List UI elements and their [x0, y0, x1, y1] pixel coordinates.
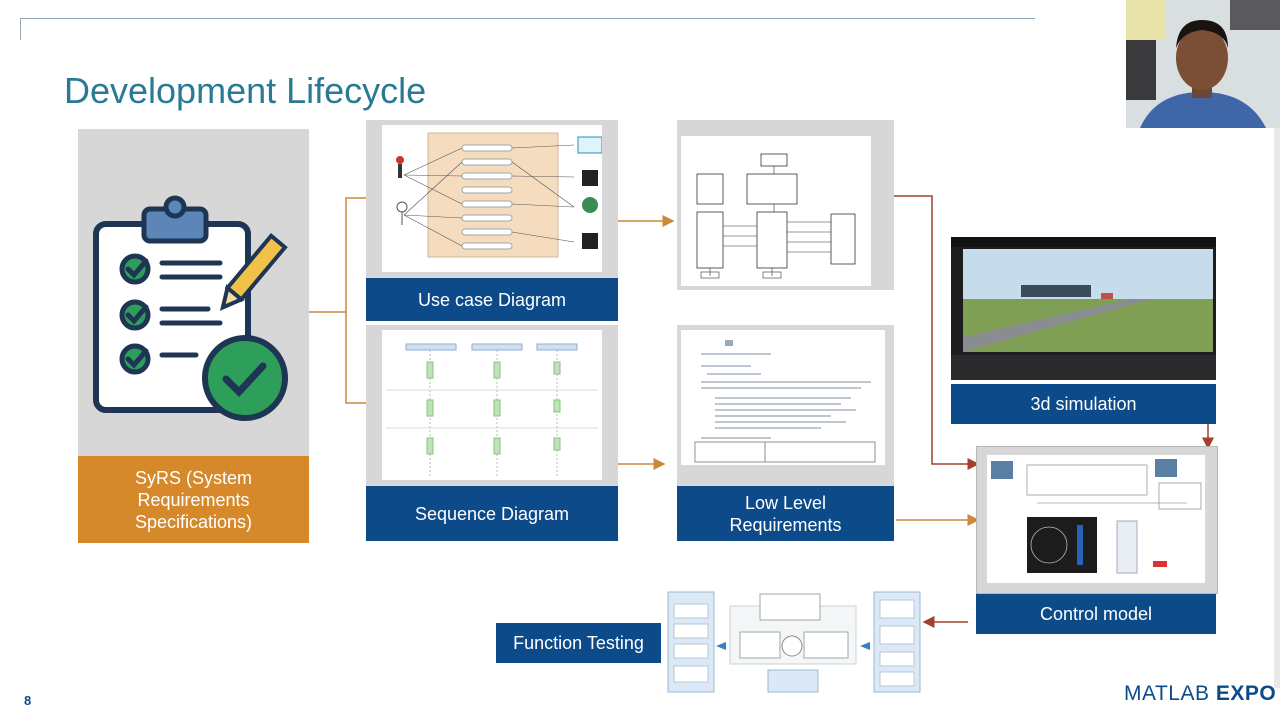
- syrs-panel: [78, 129, 309, 456]
- usecase-panel: [366, 120, 618, 278]
- usecase-diagram-image: [382, 125, 603, 272]
- matlab-expo-logo: MATLAB EXPO: [1124, 682, 1276, 706]
- architecture-diagram-image: [681, 136, 871, 286]
- control-model-panel: [976, 446, 1218, 594]
- function-testing-flow-image: [664, 590, 924, 694]
- control-model-label: Control model: [976, 594, 1216, 634]
- brand-part2: EXPO: [1215, 682, 1277, 705]
- architecture-panel: [677, 120, 894, 290]
- slide-title: Development Lifecycle: [64, 70, 427, 111]
- check-circle-icon: [202, 335, 288, 421]
- llr-document-image: [681, 330, 885, 465]
- llr-label: Low Level Requirements: [677, 486, 894, 541]
- pencil-icon: [219, 232, 288, 311]
- sequence-panel: [366, 325, 618, 486]
- llr-panel: [677, 325, 894, 486]
- usecase-label: Use case Diagram: [366, 278, 618, 321]
- top-rule-tick: [20, 18, 21, 40]
- page-number: 8: [24, 693, 32, 708]
- clipboard-checklist-icon: [93, 195, 288, 421]
- sequence-diagram-image: [382, 330, 602, 480]
- simulation-label: 3d simulation: [951, 384, 1216, 424]
- syrs-label: SyRS (System Requirements Specifications…: [78, 456, 309, 543]
- function-testing-label: Function Testing: [496, 623, 661, 663]
- sequence-label: Sequence Diagram: [366, 486, 618, 541]
- slide-edge: [1274, 128, 1280, 688]
- top-rule: [20, 18, 1035, 19]
- presenter-webcam: [1126, 0, 1280, 128]
- control-model-image: [987, 455, 1205, 583]
- simulation-screenshot: [951, 237, 1216, 380]
- arrow-syrs-usecase: [309, 192, 382, 313]
- brand-part1: MATLAB: [1124, 682, 1210, 705]
